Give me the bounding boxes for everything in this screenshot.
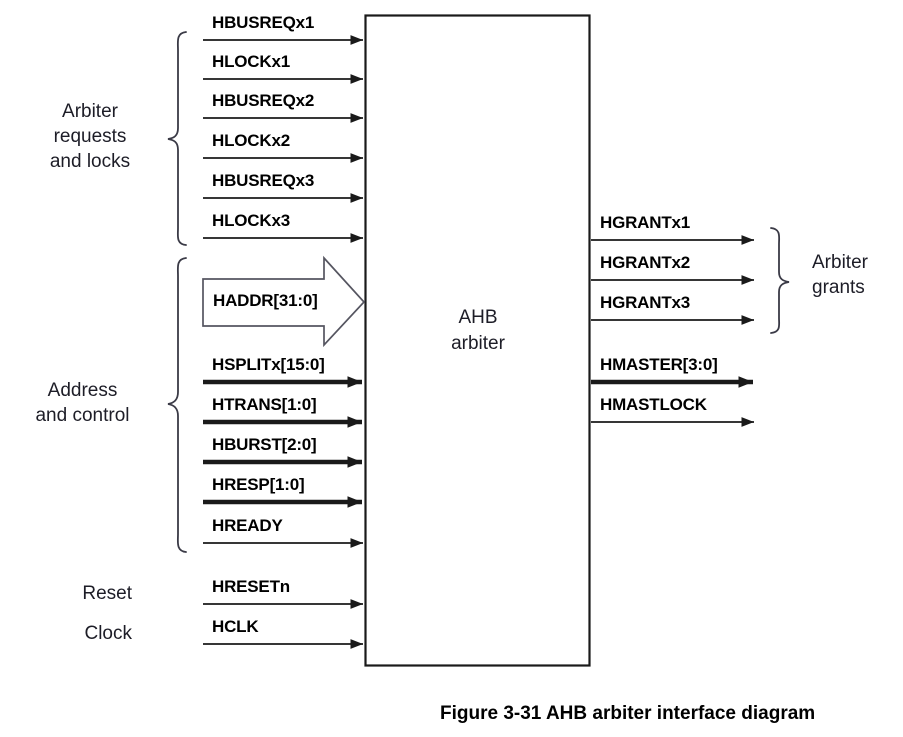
signal-label-hsplitx: HSPLITx[15:0]: [212, 355, 325, 374]
group-label-reset: Reset: [82, 583, 132, 604]
group-label-line-1: Arbiter: [812, 252, 868, 273]
figure-caption: Figure 3-31 AHB arbiter interface diagra…: [440, 703, 816, 724]
brace-requests-and-locks: [167, 31, 187, 246]
block-title: AHB arbiter: [403, 305, 553, 357]
input-lines-requests: [203, 35, 363, 243]
group-label-arbiter-grants: Arbiter grants: [812, 250, 903, 300]
signal-label-hclk: HCLK: [212, 617, 259, 636]
signal-label-haddr: HADDR[31:0]: [213, 291, 318, 310]
bus-arrow-haddr: [202, 255, 366, 348]
signal-label-hburst: HBURST[2:0]: [212, 435, 317, 454]
group-label-address-and-control: Address and control: [0, 378, 165, 428]
signal-label-hgrantx3: HGRANTx3: [600, 293, 691, 312]
group-label-line-3: and locks: [49, 151, 131, 172]
group-label-line-2: and control: [35, 405, 130, 426]
signal-label-hmastlock: HMASTLOCK: [600, 395, 707, 414]
signal-label-hgrantx1: HGRANTx1: [600, 213, 691, 232]
signal-label-htrans: HTRANS[1:0]: [212, 395, 317, 414]
group-label-arbiter-requests-and-locks: Arbiter requests and locks: [15, 99, 165, 174]
output-lines-master: [591, 376, 754, 427]
input-lines-system: [203, 599, 363, 649]
signal-label-hlockx2: HLOCKx2: [212, 131, 290, 150]
group-label-clock: Clock: [84, 623, 132, 644]
signal-label-hbusreqx1: HBUSREQx1: [212, 13, 315, 32]
ahb-arbiter-block: [364, 14, 591, 667]
signal-label-hbusreqx2: HBUSREQx2: [212, 91, 315, 110]
input-lines-control: [203, 376, 363, 548]
group-label-line-2: grants: [812, 277, 865, 298]
brace-address-and-control: [167, 257, 187, 553]
signal-label-hgrantx2: HGRANTx2: [600, 253, 691, 272]
block-title-line-1: AHB: [458, 307, 498, 328]
group-label-line-2: requests: [53, 126, 127, 147]
signal-label-hbusreqx3: HBUSREQx3: [212, 171, 315, 190]
signal-label-hlockx1: HLOCKx1: [212, 52, 290, 71]
brace-arbiter-grants: [770, 227, 790, 334]
group-label-line-1: Address: [47, 380, 118, 401]
block-title-line-2: arbiter: [451, 333, 505, 354]
group-label-line-1: Arbiter: [62, 101, 118, 122]
signal-label-hresp: HRESP[1:0]: [212, 475, 305, 494]
output-lines-grants: [591, 235, 754, 325]
signal-label-hlockx3: HLOCKx3: [212, 211, 290, 230]
signal-label-hmaster: HMASTER[3:0]: [600, 355, 718, 374]
signal-label-hresetn: HRESETn: [212, 577, 290, 596]
signal-label-hready: HREADY: [212, 516, 283, 535]
